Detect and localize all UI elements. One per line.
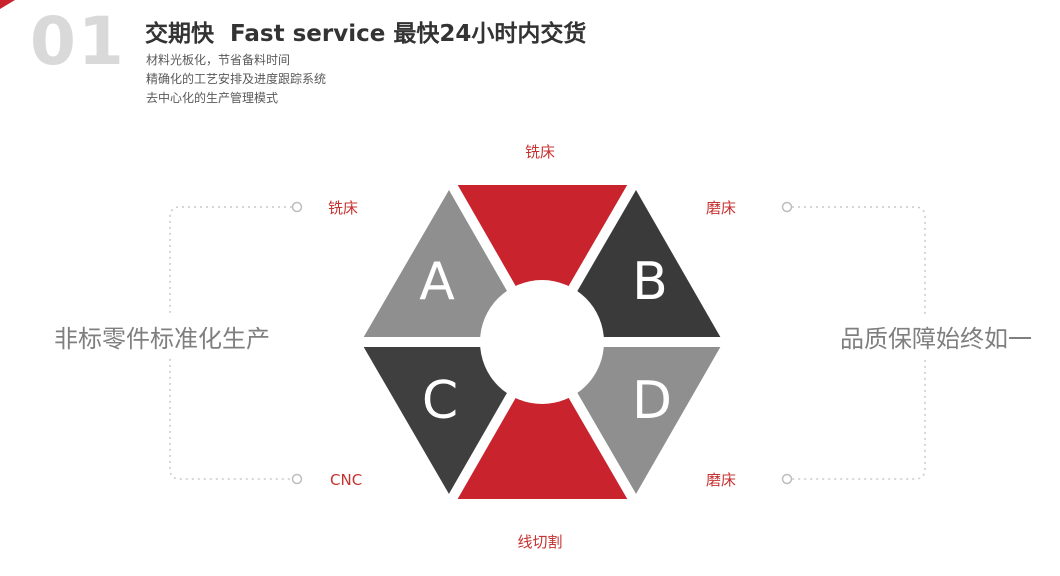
left-caption: 非标零件标准化生产	[50, 317, 274, 356]
label-lower-right: 磨床	[706, 471, 736, 489]
letter-b: B	[632, 252, 668, 312]
right-caption: 品质保障始终如一	[836, 317, 1036, 356]
bullet-line: 去中心化的生产管理模式	[146, 91, 279, 105]
label-lower-left: CNC	[330, 471, 362, 489]
bullet-line: 精确化的工艺安排及进度跟踪系统	[146, 72, 327, 86]
letter-c: C	[422, 371, 458, 431]
bullet-list: 材料光板化，节省备料时间 精确化的工艺安排及进度跟踪系统 去中心化的生产管理模式	[146, 51, 326, 108]
bullet-line: 材料光板化，节省备料时间	[146, 53, 291, 67]
section-title: 交期快 Fast service 最快24小时内交货	[145, 21, 587, 47]
label-bottom: 线切割	[517, 533, 562, 551]
label-top: 铣床	[525, 143, 555, 161]
right-bottom-node-icon	[781, 473, 793, 485]
label-upper-right: 磨床	[706, 199, 736, 217]
left-bottom-node-icon	[291, 473, 303, 485]
corner-accent	[0, 0, 15, 9]
letter-d: D	[632, 371, 672, 431]
letter-a: A	[419, 252, 455, 312]
label-upper-left: 铣床	[328, 199, 358, 217]
left-top-node-icon	[291, 201, 303, 213]
section-number: 01	[30, 3, 126, 80]
right-top-node-icon	[781, 201, 793, 213]
center-circle	[480, 280, 604, 404]
segment-bottom	[440, 331, 645, 509]
